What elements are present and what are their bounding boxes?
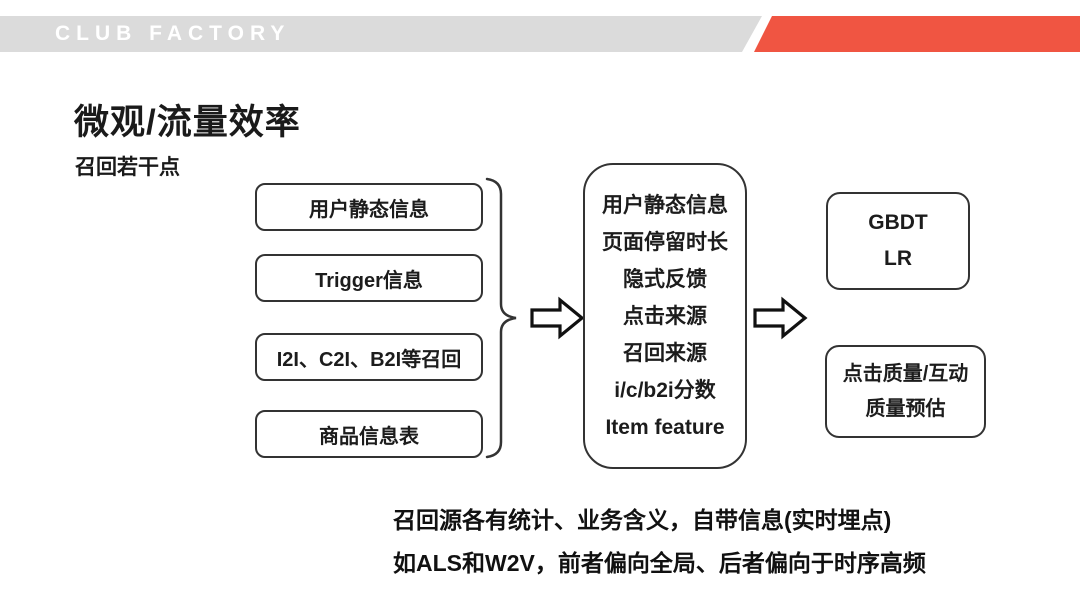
estimation-label: 质量预估 (865, 397, 946, 420)
section-label: 召回若干点 (75, 156, 180, 179)
model-label: GBDT (868, 211, 928, 234)
model-label: LR (884, 247, 912, 270)
estimation-box: 点击质量/互动 质量预估 (825, 345, 986, 438)
header-gray-band: CLUB FACTORY (0, 16, 762, 52)
feature-list-box: 用户静态信息 页面停留时长 隐式反馈 点击来源 召回来源 i/c/b2i分数 I… (583, 163, 747, 469)
feature-item: Item feature (605, 415, 725, 439)
recall-source-box: 商品信息表 (255, 410, 483, 458)
header-red-band (754, 16, 1080, 52)
right-block-arrow-icon (530, 296, 585, 340)
recall-source-label: 商品信息表 (319, 425, 419, 448)
right-block-arrow-icon (753, 296, 808, 340)
feature-item: 页面停留时长 (602, 230, 728, 254)
note-line: 召回源各有统计、业务含义，自带信息(实时埋点) (393, 507, 892, 533)
page-title: 微观/流量效率 (74, 103, 301, 142)
feature-item: 用户静态信息 (602, 193, 728, 217)
feature-item: 召回来源 (623, 341, 707, 365)
feature-item: i/c/b2i分数 (614, 378, 716, 402)
recall-source-box: 用户静态信息 (255, 183, 483, 231)
brand-logo-text: CLUB FACTORY (55, 22, 291, 45)
recall-source-label: I2I、C2I、B2I等召回 (276, 348, 462, 371)
curly-brace-icon (485, 177, 517, 459)
recall-source-box: I2I、C2I、B2I等召回 (255, 333, 483, 381)
feature-item: 点击来源 (623, 304, 707, 328)
recall-source-label: 用户静态信息 (309, 198, 429, 221)
estimation-label: 点击质量/互动 (842, 362, 969, 385)
recall-source-box: Trigger信息 (255, 254, 483, 302)
model-box: GBDT LR (826, 192, 970, 290)
recall-source-label: Trigger信息 (315, 269, 423, 292)
feature-item: 隐式反馈 (623, 267, 707, 291)
note-line: 如ALS和W2V，前者偏向全局、后者偏向于时序高频 (393, 550, 926, 576)
